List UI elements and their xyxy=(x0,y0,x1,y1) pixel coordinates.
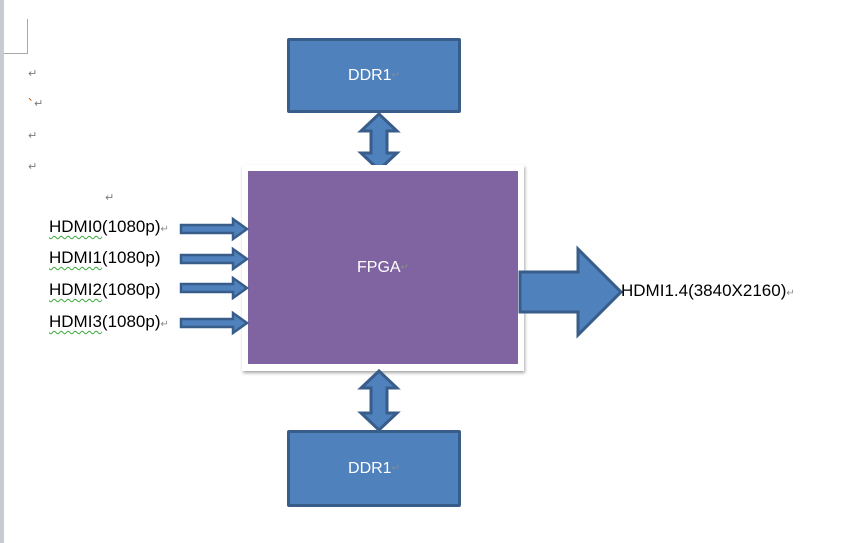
paragraph-mark: ↵ xyxy=(160,319,169,330)
input-resolution: (1080p) xyxy=(101,312,161,331)
input-arrow-hdmi0[interactable] xyxy=(179,216,250,242)
page-margin-bar xyxy=(0,0,4,543)
paragraph-mark: ↵ xyxy=(400,262,409,273)
output-arrow[interactable] xyxy=(518,245,624,339)
input-resolution: (1080p) xyxy=(101,280,161,299)
input-arrow-hdmi3[interactable] xyxy=(179,310,250,336)
input-arrow-hdmi2[interactable] xyxy=(179,275,250,301)
input-resolution: (1080p) xyxy=(101,217,161,236)
input-name: HDMI0 xyxy=(49,217,102,236)
fpga-box[interactable]: FPGA↵ xyxy=(248,171,518,364)
paragraph-mark: ↵ xyxy=(28,161,38,173)
ddr-top-box[interactable]: DDR1↵ xyxy=(287,38,461,113)
input-label-hdmi3: HDMI3(1080p)↵ xyxy=(49,312,169,335)
input-label-hdmi2: HDMI2(1080p) xyxy=(49,280,161,300)
output-label-text: HDMI1.4(3840X2160) xyxy=(621,281,787,300)
paragraph-mark: ↵ xyxy=(160,224,169,235)
paragraph-mark: ↵ xyxy=(391,70,400,81)
paragraph-mark: ↵ xyxy=(34,98,44,110)
input-name: HDMI1 xyxy=(49,248,102,267)
fpga-label: FPGA xyxy=(357,258,401,276)
input-label-hdmi1: HDMI1(1080p) xyxy=(49,248,161,268)
input-resolution: (1080p) xyxy=(101,248,161,267)
paragraph-mark: ↵ xyxy=(391,463,400,474)
input-name: HDMI3 xyxy=(49,312,102,331)
ddr-top-label: DDR1 xyxy=(348,66,392,84)
input-label-hdmi0: HDMI0(1080p)↵ xyxy=(49,217,169,240)
paragraph-mark: ↵ xyxy=(105,192,115,204)
ddr-bottom-label: DDR1 xyxy=(348,459,392,477)
input-name: HDMI2 xyxy=(49,280,102,299)
margin-corner-mark xyxy=(4,19,28,54)
paragraph-mark: ↵ xyxy=(786,288,795,299)
input-arrow-hdmi1[interactable] xyxy=(179,246,250,272)
ddr-top-bidirectional-arrow[interactable] xyxy=(357,111,401,173)
paragraph-mark: ↵ xyxy=(28,130,38,142)
ddr-bottom-box[interactable]: DDR1↵ xyxy=(287,430,461,507)
paragraph-mark: ↵ xyxy=(28,68,38,80)
ddr-bottom-bidirectional-arrow[interactable] xyxy=(357,368,401,433)
stray-character: 、 xyxy=(28,91,39,103)
output-label: HDMI1.4(3840X2160)↵ xyxy=(621,281,795,304)
